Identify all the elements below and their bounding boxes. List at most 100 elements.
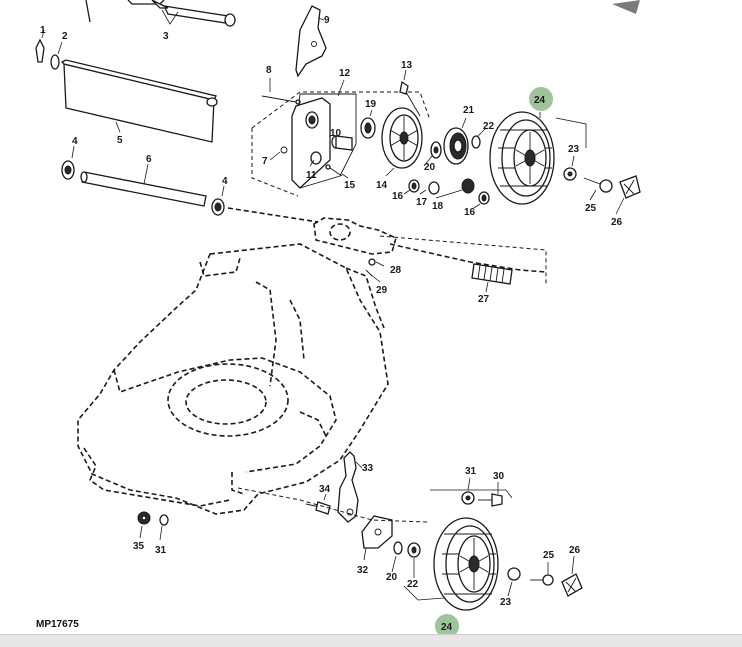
part-33-height-lever[interactable] — [337, 451, 359, 523]
callout-3: 3 — [163, 31, 169, 42]
callout-13: 13 — [401, 60, 413, 71]
part-20-bushing-lower[interactable] — [393, 541, 403, 555]
leader-29 — [369, 273, 381, 283]
callout-4-left: 4 — [72, 136, 78, 147]
part-4-bushing-right[interactable] — [211, 198, 225, 216]
callout-4-right: 4 — [222, 176, 228, 187]
part-13-bolt[interactable] — [399, 80, 421, 117]
highlight-24-upper — [529, 87, 553, 111]
leader-14 — [385, 167, 395, 177]
leader-3 — [161, 9, 179, 25]
part-12-housing[interactable] — [280, 93, 357, 189]
callout-20-lower: 20 — [386, 572, 398, 583]
leader-5 — [115, 121, 121, 133]
leader-26a — [615, 197, 625, 215]
part-34-bolt[interactable] — [305, 501, 331, 515]
part-17-washer[interactable] — [428, 181, 440, 195]
part-25-bolt-lower[interactable] — [530, 574, 554, 586]
part-26-cap-lower[interactable] — [561, 573, 583, 597]
leader-23a — [571, 155, 575, 167]
part-26-cap-upper[interactable] — [619, 175, 641, 199]
part-32-bracket[interactable] — [361, 515, 393, 549]
part-22-washer-lower[interactable] — [407, 542, 421, 558]
part-4-bushing-left[interactable] — [61, 160, 75, 180]
callout-23-lower: 23 — [500, 597, 512, 608]
part-14-pulley[interactable] — [381, 107, 423, 169]
part-3-rods[interactable] — [85, 0, 236, 27]
part-24-wheel-lower[interactable] — [433, 517, 499, 611]
callout-12: 12 — [339, 68, 351, 79]
leader-32 — [363, 547, 367, 561]
callout-28: 28 — [390, 265, 402, 276]
callout-27: 27 — [478, 294, 490, 305]
leader-7 — [269, 151, 281, 161]
callout-18: 18 — [432, 201, 444, 212]
leader-21 — [461, 117, 467, 129]
part-16-washer-a[interactable] — [408, 179, 420, 193]
housing-outline-dashed — [251, 91, 431, 129]
part-19-bushing[interactable] — [360, 117, 376, 139]
part-28-pin[interactable] — [368, 258, 376, 266]
callout-5: 5 — [117, 135, 123, 146]
leader-20a — [423, 155, 433, 167]
part-2-clip[interactable] — [50, 54, 60, 70]
leader-19 — [369, 109, 373, 117]
mower-deck — [77, 243, 389, 515]
part-30-bolt[interactable] — [478, 493, 503, 507]
callout-22-upper: 22 — [483, 121, 495, 132]
callout-15: 15 — [344, 180, 356, 191]
part-10-axle[interactable] — [331, 135, 353, 151]
leader-34 — [323, 493, 327, 501]
callout-32: 32 — [357, 565, 369, 576]
part-24-wheel-upper[interactable] — [489, 111, 555, 205]
callout-26-lower: 26 — [569, 545, 581, 556]
leader-17 — [419, 189, 427, 195]
callout-8: 8 — [266, 65, 272, 76]
part-16-washer-b[interactable] — [478, 191, 490, 205]
leader-2 — [57, 41, 63, 55]
callout-6: 6 — [146, 154, 152, 165]
leader-35 — [139, 525, 143, 539]
leader-15 — [341, 173, 349, 179]
leader-22a — [477, 127, 487, 137]
part-21-gear[interactable] — [443, 127, 469, 165]
callout-16-upper: 16 — [392, 191, 404, 202]
part-25-bolt-upper[interactable] — [583, 177, 613, 193]
callout-9: 9 — [324, 15, 330, 26]
corner-arrow-icon — [612, 0, 640, 14]
callout-7: 7 — [262, 156, 268, 167]
callout-34: 34 — [319, 484, 331, 495]
part-6-rod[interactable] — [80, 171, 207, 207]
part-8-pin[interactable] — [261, 95, 301, 105]
part-15-screw[interactable] — [325, 164, 343, 177]
drive-shaft-line — [227, 207, 547, 273]
callout-35: 35 — [133, 541, 145, 552]
leader-23b — [507, 581, 513, 597]
part-23-nut-upper[interactable] — [563, 167, 577, 181]
leader-28 — [375, 261, 385, 267]
part-27-roller[interactable] — [471, 263, 513, 285]
transmission-assembly[interactable] — [313, 217, 397, 255]
part-9-bracket[interactable] — [295, 5, 327, 78]
leader-12 — [337, 79, 345, 97]
leader-24b — [403, 489, 513, 601]
part-5-flap[interactable] — [60, 59, 218, 143]
leader-4a — [71, 145, 75, 159]
footer-bar — [0, 634, 742, 647]
part-31-washer-left[interactable] — [159, 514, 169, 526]
part-20-bushing-upper[interactable] — [430, 141, 442, 159]
part-1-pin[interactable] — [35, 38, 45, 63]
callout-20-upper: 20 — [424, 162, 436, 173]
part-35-nut[interactable] — [137, 511, 151, 525]
part-22-washer-upper[interactable] — [471, 135, 481, 149]
axle-line-lower — [237, 487, 429, 523]
leader-18 — [435, 189, 463, 199]
callout-19: 19 — [365, 99, 377, 110]
part-31-washer-right[interactable] — [461, 491, 475, 505]
callout-14: 14 — [376, 180, 388, 191]
leader-9 — [317, 17, 325, 21]
part-18-pinion[interactable] — [461, 178, 475, 194]
part-23-nut-lower[interactable] — [507, 567, 521, 581]
leader-27 — [485, 281, 489, 293]
